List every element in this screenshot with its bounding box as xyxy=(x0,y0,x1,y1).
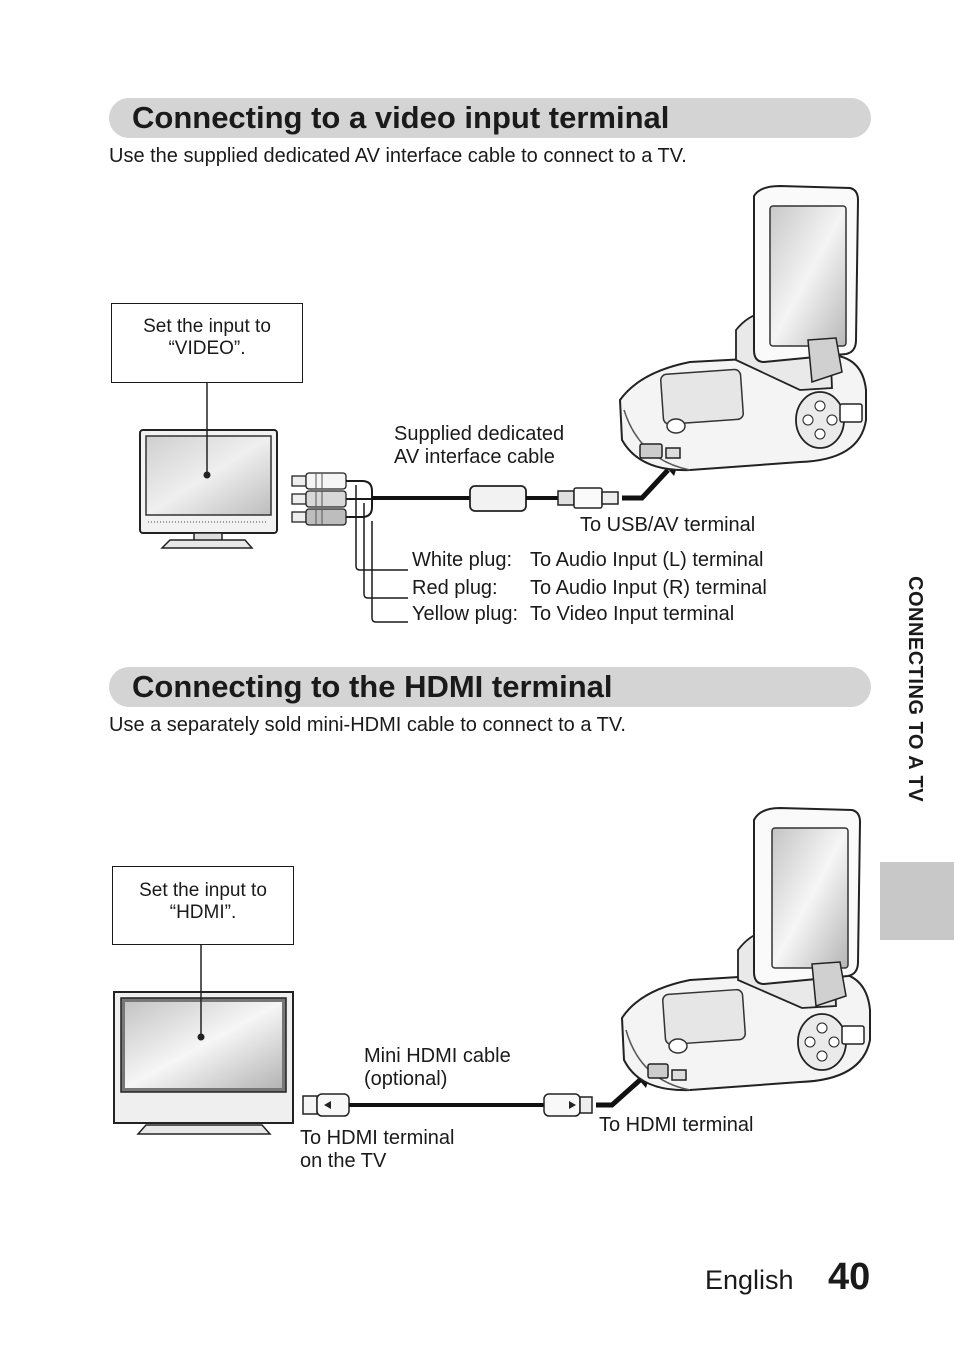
label-line: on the TV xyxy=(300,1150,387,1172)
section-intro-video: Use the supplied dedicated AV interface … xyxy=(109,145,687,167)
camcorder-icon xyxy=(618,184,867,472)
label-line: Mini HDMI cable xyxy=(364,1045,511,1067)
chapter-side-label: CONNECTING TO A TV xyxy=(904,576,926,803)
section-header-bar xyxy=(109,667,871,707)
callout-line: Set the input to xyxy=(143,316,271,337)
camera-hdmi-terminal-label: To HDMI terminal xyxy=(599,1114,754,1136)
chapter-tab-marker xyxy=(880,862,954,940)
tv-icon xyxy=(113,991,294,1135)
label-line: Supplied dedicated xyxy=(394,423,565,445)
plug-destination: To Video Input terminal xyxy=(530,603,735,625)
mini-hdmi-cable xyxy=(302,1093,593,1117)
callout-line: “VIDEO”. xyxy=(168,338,246,359)
video-connection-diagram xyxy=(139,184,867,623)
plug-row-yellow: Yellow plug: To Video Input terminal xyxy=(412,603,734,626)
plug-row-white: White plug: To Audio Input (L) terminal xyxy=(412,549,763,572)
plug-name: Red plug: xyxy=(412,577,498,599)
section-title-video: Connecting to a video input terminal xyxy=(132,100,670,135)
usb-av-connector xyxy=(557,487,619,509)
plug-name: Yellow plug: xyxy=(412,603,519,625)
tv-icon xyxy=(139,429,278,549)
callout-line: “HDMI”. xyxy=(169,902,237,923)
plug-name: White plug: xyxy=(412,549,513,571)
plug-destination: To Audio Input (R) terminal xyxy=(530,577,767,599)
callout-set-input-hdmi: Set the input to “HDMI”. xyxy=(112,866,294,945)
usb-av-terminal-label: To USB/AV terminal xyxy=(580,514,756,536)
label-line: (optional) xyxy=(364,1068,448,1090)
label-line: AV interface cable xyxy=(394,446,555,468)
callout-set-input-video: Set the input to “VIDEO”. xyxy=(111,303,303,383)
av-cable-label: Supplied dedicated AV interface cable xyxy=(394,423,564,469)
camcorder-icon xyxy=(620,806,871,1092)
section-title-hdmi: Connecting to the HDMI terminal xyxy=(132,669,613,704)
callout-line: Set the input to xyxy=(139,880,267,901)
plug-row-red: Red plug: To Audio Input (R) terminal xyxy=(412,577,767,600)
label-line: To HDMI terminal xyxy=(300,1127,455,1149)
footer-language: English xyxy=(705,1265,794,1295)
tv-hdmi-terminal-label: To HDMI terminal on the TV xyxy=(300,1127,454,1173)
plug-destination: To Audio Input (L) terminal xyxy=(530,549,764,571)
hdmi-cable-label: Mini HDMI cable (optional) xyxy=(364,1045,511,1091)
rca-plugs xyxy=(291,472,347,526)
section-intro-hdmi: Use a separately sold mini-HDMI cable to… xyxy=(109,714,626,736)
page-number: 40 xyxy=(828,1256,871,1298)
section-header-bar xyxy=(109,98,871,138)
